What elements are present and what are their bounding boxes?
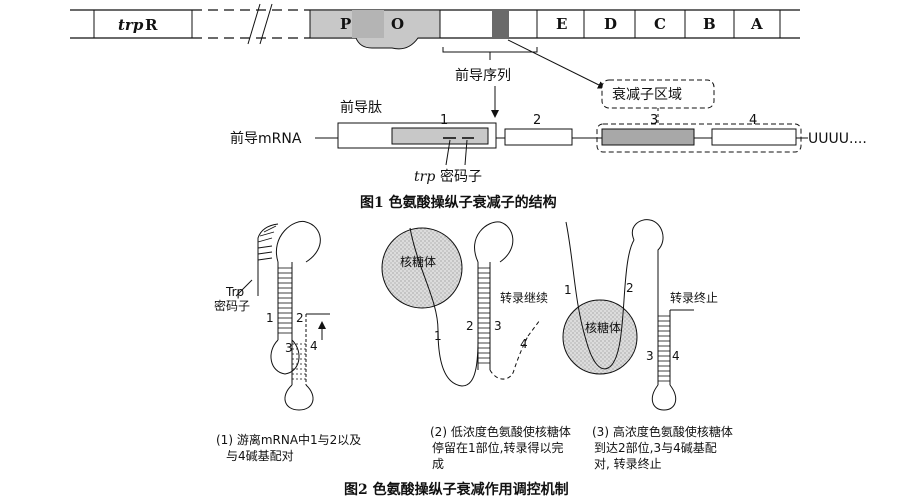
- panel1-number-2: 2: [296, 311, 304, 325]
- panel2-ribosome-label: 核糖体: [400, 254, 436, 269]
- figure2-caption: 图2 色氨酸操纵子衰减作用调控机制: [344, 481, 569, 498]
- panel3-terminate-label: 转录终止: [670, 290, 718, 305]
- leader-mrna: 前导肽 前导mRNA 1 2 3 4 UUUU.... trp 密码子: [230, 99, 867, 185]
- panel2-ribosome: [381, 227, 463, 309]
- panel2-number-4: 4: [520, 337, 528, 351]
- panel2-caption-line2: 停留在1部位,转录得以完: [432, 440, 563, 455]
- segment-O: O: [391, 15, 404, 33]
- region-number-4: 4: [749, 113, 757, 128]
- segment-trpR-italic: trp: [118, 16, 144, 34]
- segment-A: A: [750, 15, 763, 33]
- panel-1: Trp 密码子 1 2 3 4 (1) 游离mRNA中1与2以及 与4碱基配对: [214, 220, 361, 463]
- panel1-codon-label: 密码子: [214, 298, 250, 313]
- panel3-number-2: 2: [626, 281, 634, 295]
- panel3-number-1: 1: [564, 283, 572, 297]
- trp-codon-italic: trp: [414, 169, 435, 185]
- panel2-number-1: 1: [434, 329, 442, 343]
- leader-sequence-bracket: 前导序列: [442, 39, 606, 118]
- panel3-number-4: 4: [672, 349, 680, 363]
- panel3-ribosome-label: 核糖体: [585, 320, 621, 335]
- panel3-ribosome: [562, 299, 638, 375]
- panel1-caption-line2: 与4碱基配对: [226, 449, 294, 463]
- panel2-continue-label: 转录继续: [500, 290, 548, 305]
- segment-C: C: [654, 15, 666, 33]
- leader-mrna-label: 前导mRNA: [230, 130, 302, 147]
- attenuator-region: 衰减子区域: [596, 79, 802, 153]
- trp-codon-label: 密码子: [440, 168, 482, 185]
- segment-P: P: [340, 15, 351, 33]
- segment-trpR-label: R: [145, 16, 158, 34]
- panel-2: 核糖体 转录继续 1 2 3 4 (2) 低浓度色氨酸使核糖体 停留在1部位,转…: [381, 221, 571, 471]
- panel3-caption-line1: (3) 高浓度色氨酸使核糖体: [592, 424, 733, 439]
- panel3-number-3: 3: [646, 349, 654, 363]
- panel3-caption-line3: 对, 转录终止: [594, 456, 662, 471]
- panel1-caption-line1: (1) 游离mRNA中1与2以及: [216, 432, 361, 447]
- panel2-caption-line3: 成: [432, 457, 444, 471]
- panel2-number-3: 3: [494, 319, 502, 333]
- segment-E: E: [556, 15, 567, 33]
- panel3-caption-line2: 到达2部位,3与4碱基配: [594, 440, 717, 455]
- panel-3: 核糖体 转录终止 1 2 3 4 (3) 高浓度色氨酸使核糖体 到达2部位,3与…: [562, 219, 733, 471]
- attenuator-arrow: [507, 39, 606, 89]
- operon-bar: trp R P O E D C B A: [70, 3, 800, 50]
- attenuator-region-label: 衰减子区域: [612, 86, 682, 103]
- panel2-caption-line1: (2) 低浓度色氨酸使核糖体: [430, 424, 571, 439]
- panel1-number-4: 4: [310, 339, 318, 353]
- segment-D: D: [604, 15, 617, 33]
- figure1-caption: 图1 色氨酸操纵子衰减子的结构: [360, 194, 557, 211]
- panel1-trp-label: Trp: [225, 285, 244, 299]
- region-number-3: 3: [650, 113, 658, 128]
- leader-sequence-label: 前导序列: [455, 67, 511, 84]
- segment-B: B: [703, 15, 716, 33]
- region-number-2: 2: [533, 113, 541, 128]
- panel2-number-2: 2: [466, 319, 474, 333]
- leader-peptide-label: 前导肽: [340, 99, 382, 116]
- panel1-number-3: 3: [285, 341, 293, 355]
- mrna-tail: UUUU....: [808, 131, 867, 147]
- panel1-number-1: 1: [266, 311, 274, 325]
- region-number-1: 1: [440, 113, 448, 128]
